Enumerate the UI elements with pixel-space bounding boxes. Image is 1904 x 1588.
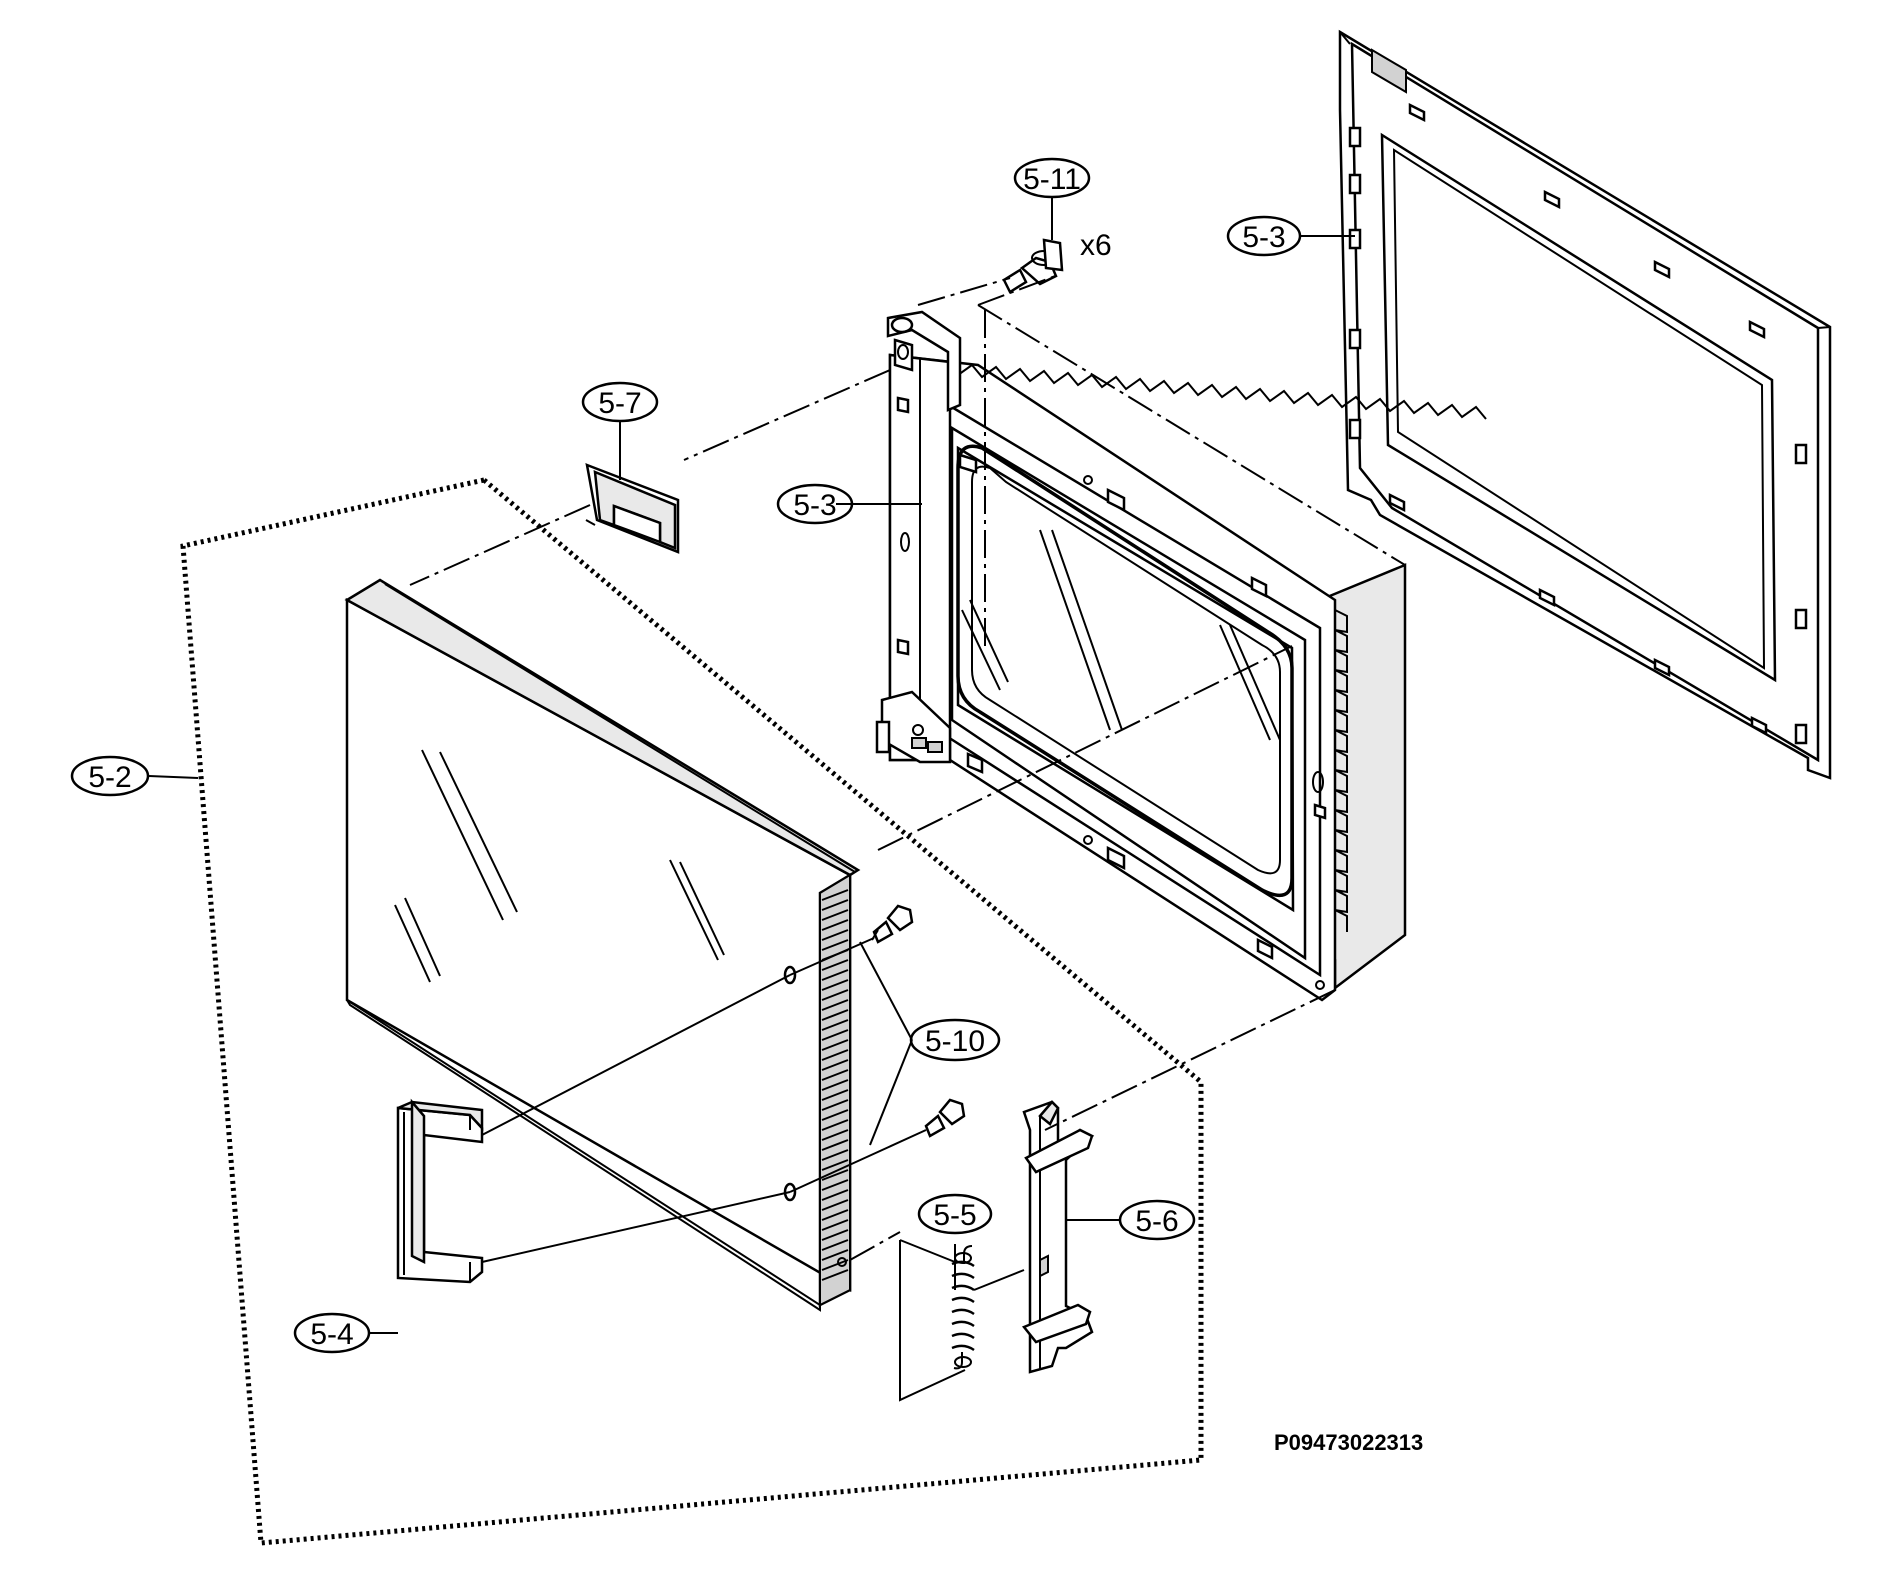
door-assembly-boundary (180, 477, 1204, 1546)
svg-text:5-3: 5-3 (793, 489, 836, 522)
drawing-code: P09473022313 (1274, 1430, 1423, 1455)
svg-text:5-7: 5-7 (598, 387, 641, 420)
latch-head (1021, 1100, 1095, 1374)
callout-5-11: 5-11 (1013, 157, 1091, 199)
svg-text:5-4: 5-4 (310, 1318, 353, 1351)
callout-5-3-front: 5-3 (776, 483, 854, 525)
svg-text:5-5: 5-5 (933, 1199, 976, 1232)
svg-text:5-3: 5-3 (1242, 221, 1285, 254)
callout-5-10: 5-10 (909, 1018, 1001, 1062)
callout-5-6: 5-6 (1118, 1199, 1196, 1241)
callout-5-2: 5-2 (70, 755, 150, 797)
assembly-guide-lines (409, 274, 1406, 1402)
door-frame-assembly (875, 310, 1487, 1002)
door-handle (396, 1098, 484, 1284)
callout-5-4: 5-4 (293, 1312, 371, 1354)
latch-spring (951, 1245, 975, 1370)
door-front-panel (344, 578, 861, 1312)
rear-choke-cover (1338, 29, 1832, 780)
svg-text:5-6: 5-6 (1135, 1205, 1178, 1238)
svg-text:5-11: 5-11 (1023, 163, 1081, 196)
callout-5-5: 5-5 (917, 1193, 993, 1235)
callout-5-3-rear: 5-3 (1226, 215, 1302, 257)
svg-text:5-10: 5-10 (925, 1025, 985, 1058)
callout-leaders (148, 196, 1355, 1334)
door-stopper (585, 463, 680, 554)
handle-screws (871, 904, 966, 1138)
callout-5-7: 5-7 (581, 381, 659, 423)
hinge-screw (1002, 238, 1064, 294)
svg-text:5-2: 5-2 (88, 761, 131, 794)
screw-quantity: x6 (1080, 229, 1112, 262)
